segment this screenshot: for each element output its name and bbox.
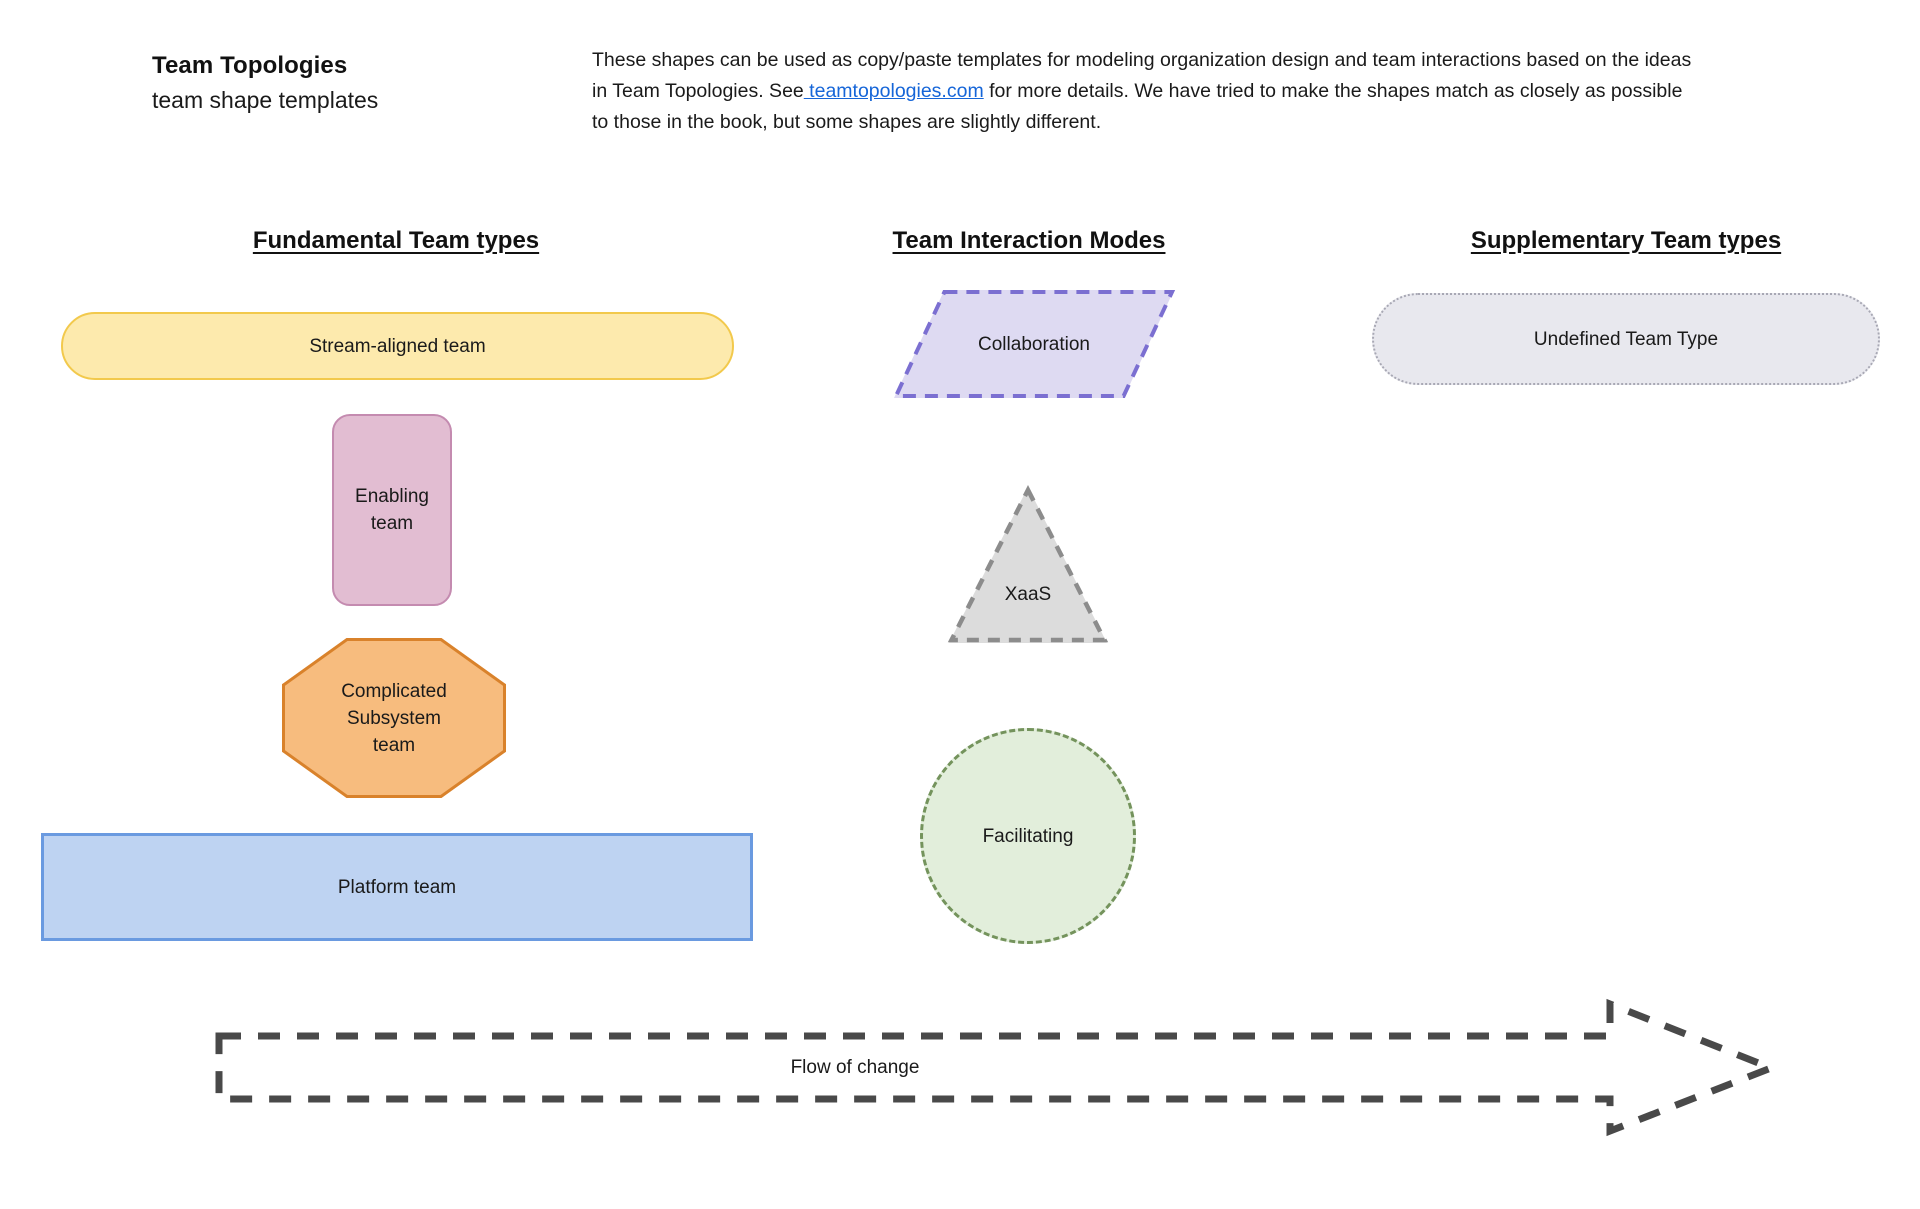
octagon-fill <box>282 638 506 798</box>
shape-platform-team[interactable]: Platform team <box>41 833 753 941</box>
heading-fundamental-team-types: Fundamental Team types <box>252 227 540 254</box>
flow-of-change-label: Flow of change <box>790 1056 920 1078</box>
shape-enabling-team[interactable]: Enabling team <box>332 414 452 606</box>
shape-enabling-team-label: Enabling team <box>355 486 429 534</box>
shape-undefined-team-type[interactable]: Undefined Team Type <box>1372 293 1880 385</box>
shape-collaboration[interactable]: Collaboration <box>892 290 1176 398</box>
shape-complicated-subsystem-team[interactable]: Complicated Subsystem team <box>282 638 506 798</box>
shape-xaas[interactable]: XaaS <box>947 485 1109 643</box>
header-description: These shapes can be used as copy/paste t… <box>592 45 1692 138</box>
header-title-block: Team Topologies team shape templates <box>152 50 552 117</box>
parallelogram-fill <box>894 290 1174 398</box>
description-text-part1: These shapes can be used as copy/paste t… <box>592 49 1692 102</box>
triangle-fill <box>949 487 1107 643</box>
shape-platform-team-label: Platform team <box>337 876 457 898</box>
flow-of-change-label-wrap: Flow of change <box>215 1000 1495 1135</box>
shape-stream-aligned-team[interactable]: Stream-aligned team <box>61 312 734 380</box>
shape-flow-of-change[interactable]: Flow of change <box>215 998 1781 1137</box>
shape-undefined-team-type-label: Undefined Team Type <box>1533 328 1719 350</box>
flow-of-change-outline <box>215 998 1781 1137</box>
teamtopologies-link[interactable]: teamtopologies.com <box>803 80 984 102</box>
shape-stream-aligned-team-label: Stream-aligned team <box>309 335 486 357</box>
shape-facilitating[interactable]: Facilitating <box>920 728 1136 944</box>
page-subtitle: team shape templates <box>152 87 379 114</box>
heading-supplementary-team-types: Supplementary Team types <box>1470 227 1782 254</box>
shape-facilitating-label: Facilitating <box>982 825 1074 847</box>
description-text-part2: for more details. We have tried to make … <box>592 80 1683 133</box>
heading-team-interaction-modes: Team Interaction Modes <box>892 227 1166 254</box>
page-title: Team Topologies <box>152 52 348 79</box>
